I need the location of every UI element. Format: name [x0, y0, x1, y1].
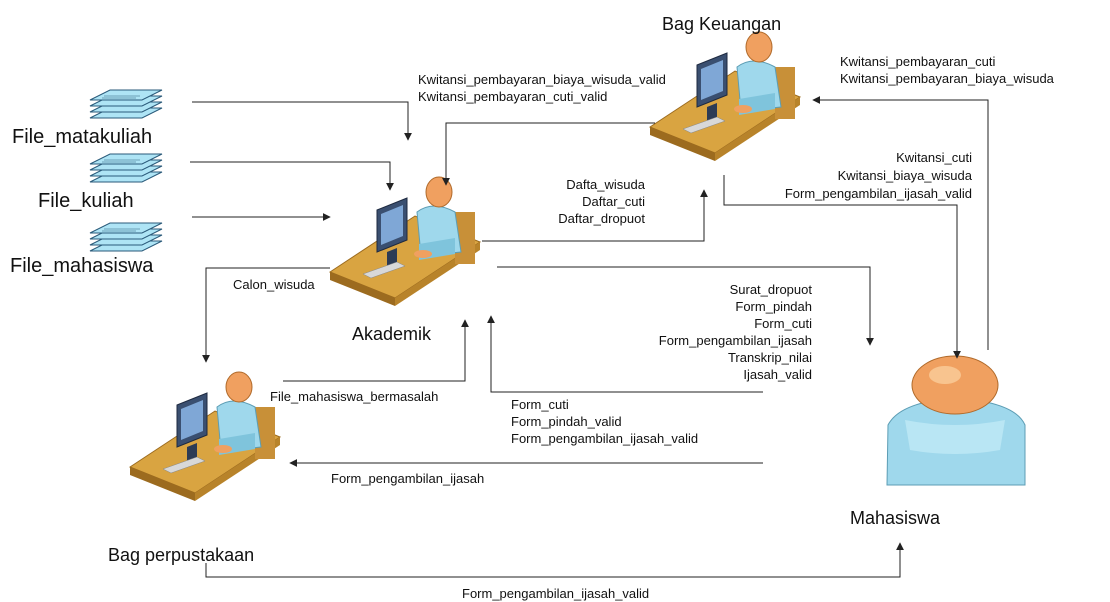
- flow-label: Kwitansi_pembayaran_cuti_valid: [418, 89, 607, 104]
- flow-label: Kwitansi_pembayaran_cuti: [840, 54, 995, 69]
- edge-perpustakaan-to-mahasiswa: [205, 542, 904, 578]
- node-bag-keuangan: Bag Keuangan: [662, 14, 781, 34]
- node-mahasiswa: Mahasiswa: [850, 508, 941, 528]
- flow-label: Form_pindah: [735, 299, 812, 314]
- akademik-workstation-icon: [329, 176, 481, 307]
- bag-keuangan-workstation-icon: [649, 31, 801, 162]
- file-kuliah-label: File_kuliah: [38, 190, 134, 212]
- flow-label: Form_pengambilan_ijasah: [331, 471, 484, 486]
- document-icon: [89, 222, 163, 252]
- edge-mahasiswa-to-keuangan: [812, 96, 989, 350]
- flow-label: Transkrip_nilai: [728, 350, 812, 365]
- flow-label: Form_pindah_valid: [511, 414, 622, 429]
- flow-label: Daftar_cuti: [582, 194, 645, 209]
- flow-label: Form_pengambilan_ijasah_valid: [462, 586, 649, 601]
- edge-mahasiswa-to-akademik: [487, 315, 763, 393]
- flow-label: Surat_dropuot: [730, 282, 813, 297]
- flow-label: Kwitansi_biaya_wisuda: [838, 168, 973, 183]
- flow-label: Dafta_wisuda: [566, 177, 646, 192]
- flow-label: Ijasah_valid: [743, 367, 812, 382]
- edge-perpustakaan-to-akademik: [283, 319, 469, 382]
- node-bag-perpustakaan: Bag perpustakaan: [108, 545, 254, 565]
- flow-label: File_mahasiswa_bermasalah: [270, 389, 438, 404]
- flow-label: Daftar_dropuot: [558, 211, 645, 226]
- file-matakuliah-label: File_matakuliah: [12, 126, 152, 148]
- flow-label: Kwitansi_cuti: [896, 150, 972, 165]
- edge-file-kuliah-to-akademik: [190, 161, 394, 191]
- edge-keuangan-to-akademik: [442, 122, 655, 186]
- flow-label: Kwitansi_pembayaran_biaya_wisuda_valid: [418, 72, 666, 87]
- flow-label: Form_pengambilan_ijasah: [659, 333, 812, 348]
- flow-label: Form_cuti: [754, 316, 812, 331]
- edge-akademik-to-keuangan: [482, 189, 708, 242]
- edge-akademik-to-mahasiswa: [497, 266, 874, 346]
- flow-label: Form_pengambilan_ijasah_valid: [785, 186, 972, 201]
- document-icon: [89, 89, 163, 119]
- edge-akademik-to-perpustakaan: [202, 267, 330, 363]
- document-icon: [89, 153, 163, 183]
- bag-perpustakaan-workstation-icon: [129, 371, 281, 502]
- flow-label: Kwitansi_pembayaran_biaya_wisuda: [840, 71, 1055, 86]
- edge-file-matakuliah-to-akademik: [192, 101, 412, 141]
- flow-label: Form_cuti: [511, 397, 569, 412]
- mahasiswa-person-icon: [886, 355, 1026, 486]
- flow-label: Calon_wisuda: [233, 277, 315, 292]
- file-mahasiswa-label: File_mahasiswa: [10, 255, 154, 277]
- node-akademik: Akademik: [352, 324, 432, 344]
- flow-label: Form_pengambilan_ijasah_valid: [511, 431, 698, 446]
- edge-keuangan-to-mahasiswa: [723, 175, 961, 359]
